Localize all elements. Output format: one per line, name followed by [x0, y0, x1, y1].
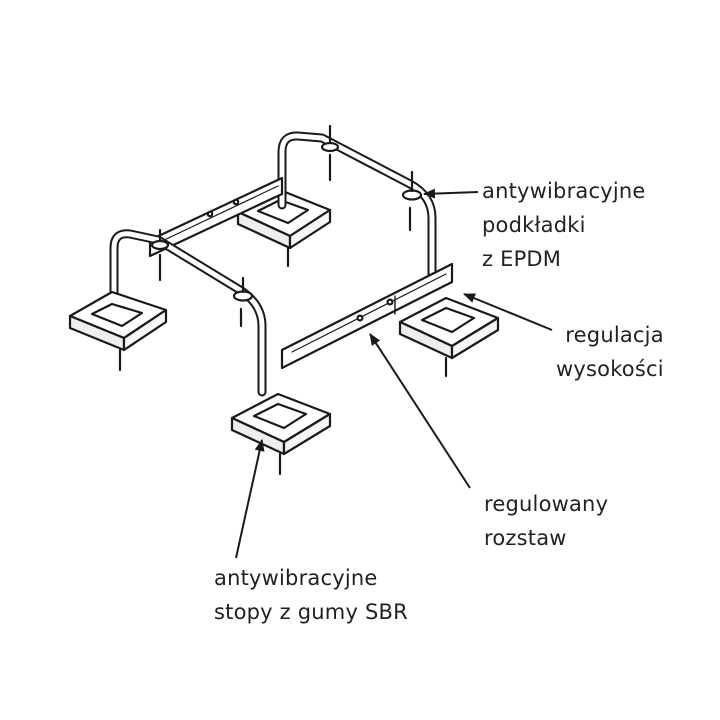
- label-anti-vibration-feet: antywibracyjne stopy z gumy SBR: [214, 561, 408, 629]
- label-line: rozstaw: [484, 526, 567, 550]
- label-adjustable-spacing: regulowany rozstaw: [484, 487, 608, 555]
- label-line: regulacja: [565, 323, 664, 347]
- bolts: [150, 124, 423, 328]
- label-line: podkładki: [482, 213, 586, 237]
- arrow-height: [463, 293, 553, 331]
- foot-left: [68, 290, 168, 372]
- rail-left: [109, 229, 267, 397]
- foot-right: [398, 296, 500, 378]
- rail-front: [280, 262, 454, 370]
- label-anti-vibration-pads: antywibracyjne podkładki z EPDM: [482, 174, 646, 276]
- label-line: wysokości: [556, 357, 664, 381]
- label-line: antywibracyjne: [482, 179, 646, 203]
- arrow-feet: [235, 439, 265, 559]
- arrow-spacing: [369, 333, 471, 489]
- label-height-adjustment: regulacja wysokości: [556, 318, 664, 386]
- rail-back: [277, 131, 437, 280]
- foot-front: [230, 392, 332, 476]
- label-line: z EPDM: [482, 247, 562, 271]
- rail-left-back: [148, 176, 284, 258]
- label-line: stopy z gumy SBR: [214, 600, 408, 624]
- arrow-pads: [423, 188, 479, 199]
- label-line: regulowany: [484, 492, 609, 516]
- label-line: antywibracyjne: [214, 566, 378, 590]
